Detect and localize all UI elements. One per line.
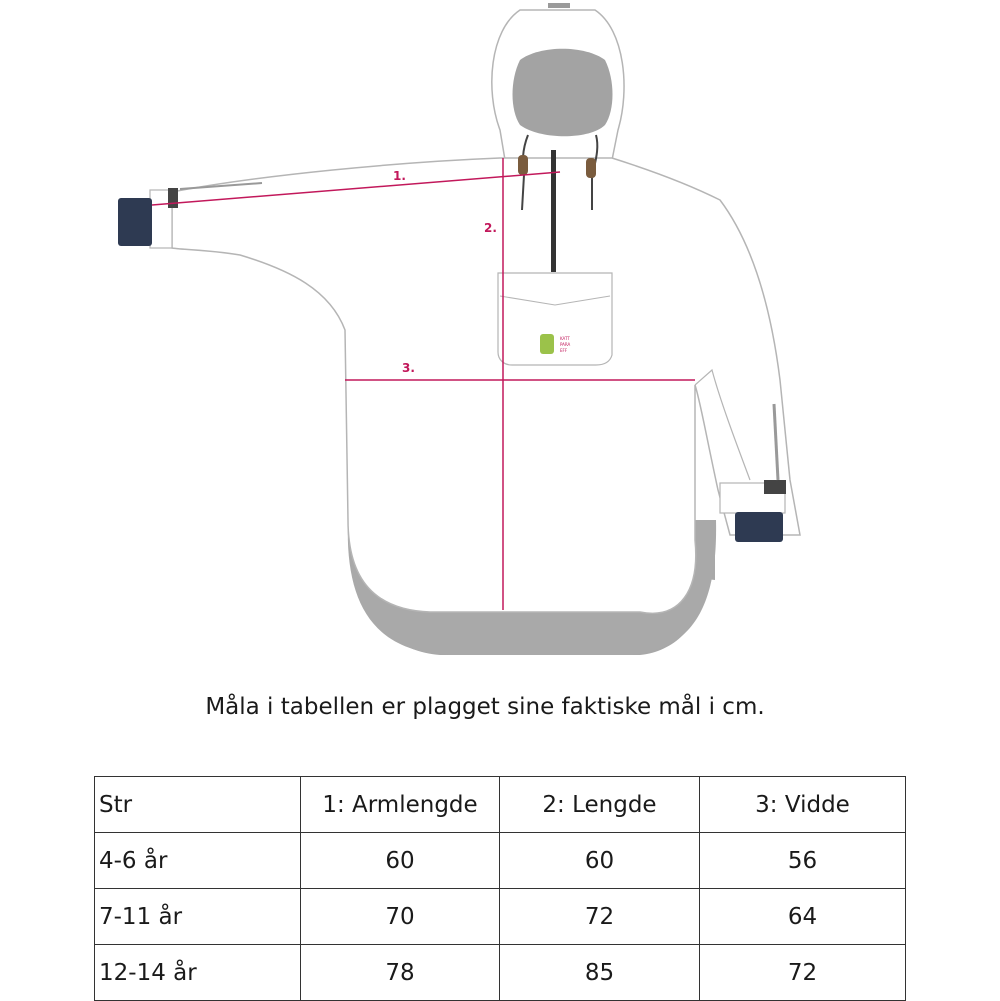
svg-text:PARA: PARA [560,342,571,347]
measure-label-3: 3. [402,361,415,375]
left-cuff [118,198,152,246]
table-cell: 4-6 år [94,832,301,889]
hood-tab [548,3,570,8]
measure-label-1: 1. [393,169,406,183]
table-cell: 85 [499,944,700,1001]
header-cell: Str [94,776,301,833]
header-cell: 1: Armlengde [300,776,500,833]
measure-label-2: 2. [484,221,497,235]
right-cuff [735,512,783,542]
table-header-row: Str 1: Armlengde 2: Lengde 3: Vidde [94,776,906,833]
jacket-drawing: KATT PARA EFF 1. 2. 3. [118,3,801,655]
size-table: Str 1: Armlengde 2: Lengde 3: Vidde 4-6 … [94,776,906,1001]
chest-pocket [497,272,613,366]
jacket-illustration: KATT PARA EFF 1. 2. 3. [118,3,801,655]
table-cell: 60 [499,832,700,889]
table-row: 4-6 år 60 60 56 [94,832,906,889]
right-cuff-tab [764,480,786,494]
measure-line-arm [151,171,561,206]
table-cell: 7-11 år [94,888,301,945]
table-cell: 72 [699,944,906,1001]
right-sleeve-stripe [772,403,780,481]
pocket-logo: KATT PARA EFF [540,334,571,354]
table-row: 7-11 år 70 72 64 [94,888,906,945]
table-cell: 12-14 år [94,944,301,1001]
header-cell: 3: Vidde [699,776,906,833]
cord-stopper-right [586,158,596,178]
table-cell: 64 [699,888,906,945]
table-cell: 70 [300,888,500,945]
cord-stopper-left [518,155,528,175]
svg-text:KATT: KATT [560,336,570,341]
svg-text:EFF: EFF [560,348,568,353]
table-cell: 72 [499,888,700,945]
table-cell: 56 [699,832,906,889]
hood-lining [512,48,613,137]
left-cuff-tab [168,188,178,208]
header-cell: 2: Lengde [499,776,700,833]
pocket-flap [499,295,611,306]
table-row: 12-14 år 78 85 72 [94,944,906,1001]
sleeve-seam [694,368,751,481]
left-sleeve-stripe [179,182,263,190]
table-cell: 78 [300,944,500,1001]
caption: Måla i tabellen er plagget sine faktiske… [205,694,765,720]
zipper [551,150,556,272]
table-cell: 60 [300,832,500,889]
